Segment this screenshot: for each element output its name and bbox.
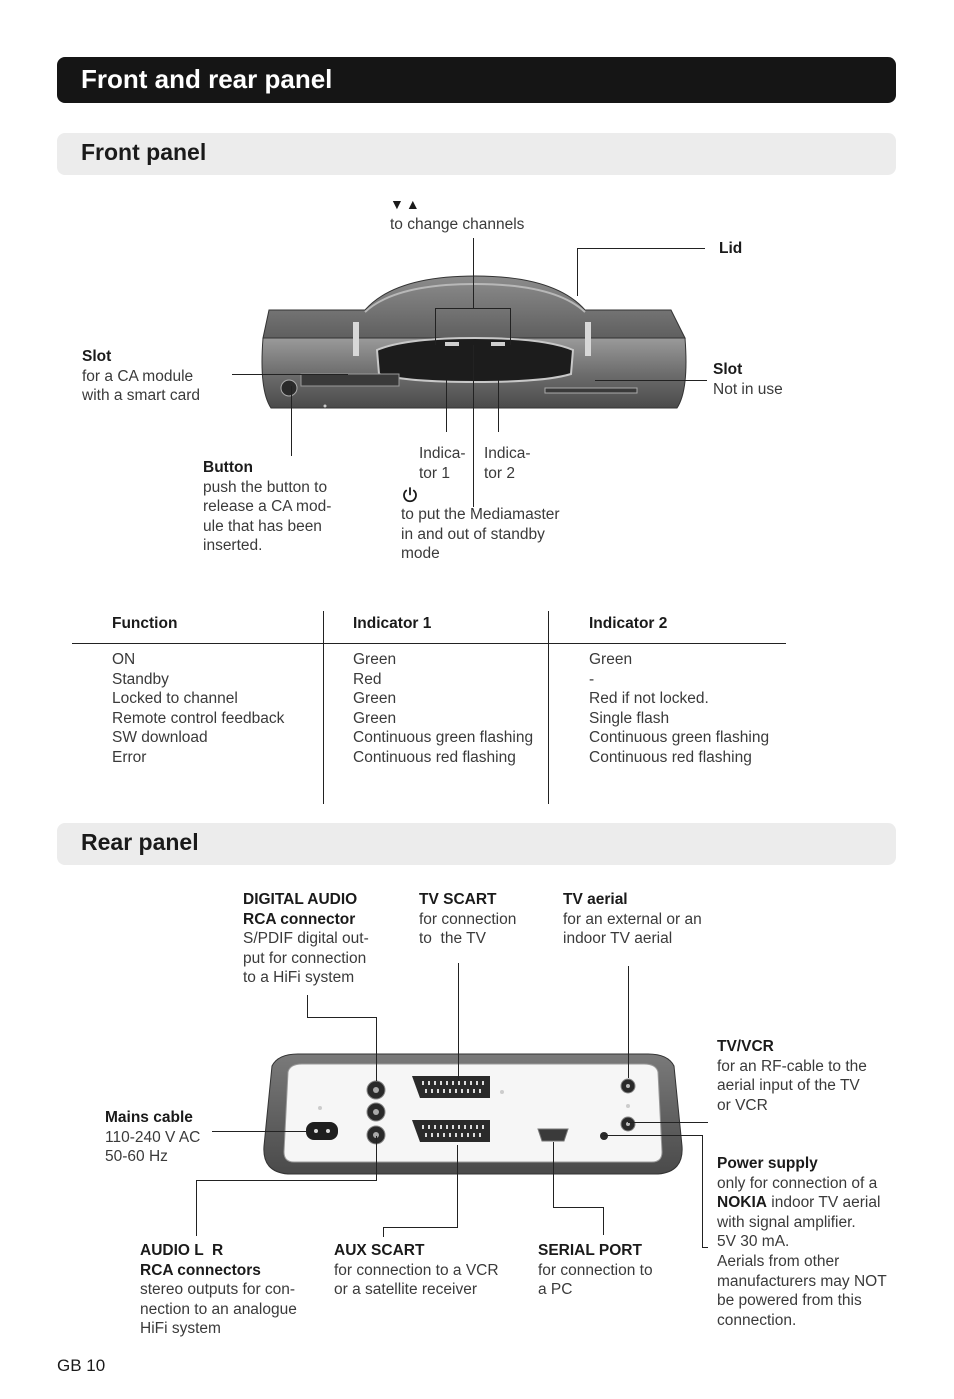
table-cell: Red	[353, 670, 382, 688]
channel-arrows-icon: ▼▲	[390, 196, 422, 212]
lid-label: Lid	[719, 240, 743, 257]
table-cell: Continuous red flashing	[353, 748, 516, 766]
slot-left-label: Slot for a CA module with a smart card	[82, 348, 201, 405]
table-column-indicator-2: Green - Red if not locked. Single flash …	[589, 650, 769, 768]
rear-panel-section-header: Rear panel	[57, 823, 896, 865]
table-cell: Green	[589, 651, 633, 668]
power-label: to put the Mediamaster in and out of sta…	[401, 506, 560, 563]
serial-port-label: SERIAL PORT for connection to a PC	[538, 1242, 653, 1299]
tv-aerial-label: TV aerial for an external or an indoor T…	[563, 891, 702, 948]
table-cell: Continuous green flashing	[353, 729, 534, 747]
table-cell: Green	[353, 709, 397, 727]
front-panel-heading: Front panel	[81, 139, 207, 165]
table-header-function: Function	[112, 615, 178, 632]
table-cell: Continuous green flashing	[589, 729, 770, 747]
front-panel-device-illustration	[261, 275, 687, 409]
page-number: GB 10	[57, 1356, 106, 1375]
tv-vcr-label: TV/VCR for an RF-cable to the aerial inp…	[717, 1038, 867, 1114]
table-cell: -	[589, 670, 595, 688]
power-icon	[403, 487, 417, 503]
table-cell: Standby	[112, 670, 169, 688]
title-bar: Front and rear panel	[57, 57, 896, 103]
table-cell: Green	[353, 690, 397, 708]
table-cell: Error	[112, 748, 147, 766]
digital-audio-label: DIGITAL AUDIO RCA connector S/PDIF digit…	[243, 891, 369, 987]
button-label: Button push the button to release a CA m…	[203, 459, 332, 555]
power-supply-label: Power supply only for connection of a NO…	[717, 1155, 887, 1329]
front-panel-section-header: Front panel	[57, 133, 896, 175]
table-column-function: ON Standby Locked to channel Remote cont…	[112, 650, 284, 768]
slot-right-label: Slot Not in use	[713, 361, 783, 398]
table-cell: SW download	[112, 729, 208, 747]
table-cell: Continuous red flashing	[589, 748, 752, 766]
table-cell: Red if not locked.	[589, 690, 709, 708]
table-cell: Single flash	[589, 709, 670, 727]
rear-panel-heading: Rear panel	[81, 829, 199, 855]
table-header-indicator-1: Indicator 1	[353, 615, 432, 632]
indicator-2-label: Indica- tor 2	[484, 445, 531, 482]
rear-panel-device-illustration	[263, 1053, 683, 1175]
tv-scart-label: TV SCART for connection to the TV	[419, 891, 517, 948]
table-cell: ON	[112, 651, 136, 668]
audio-lr-label: AUDIO L R RCA connectors stereo outputs …	[140, 1242, 297, 1338]
table-cell: Locked to channel	[112, 690, 238, 708]
table-cell: Remote control feedback	[112, 709, 285, 727]
aux-scart-label: AUX SCART for connection to a VCR or a s…	[334, 1242, 499, 1299]
indicator-1-label: Indica- tor 1	[419, 445, 466, 482]
table-header-indicator-2: Indicator 2	[589, 615, 668, 632]
page-title: Front and rear panel	[81, 64, 333, 94]
table-column-indicator-1: Green Red Green Green Continuous green f…	[353, 650, 533, 768]
channel-label: ▼▲ to change channels	[390, 196, 525, 233]
mains-cable-label: Mains cable 110-240 V AC 50-60 Hz	[105, 1109, 201, 1166]
table-cell: Green	[353, 651, 397, 668]
